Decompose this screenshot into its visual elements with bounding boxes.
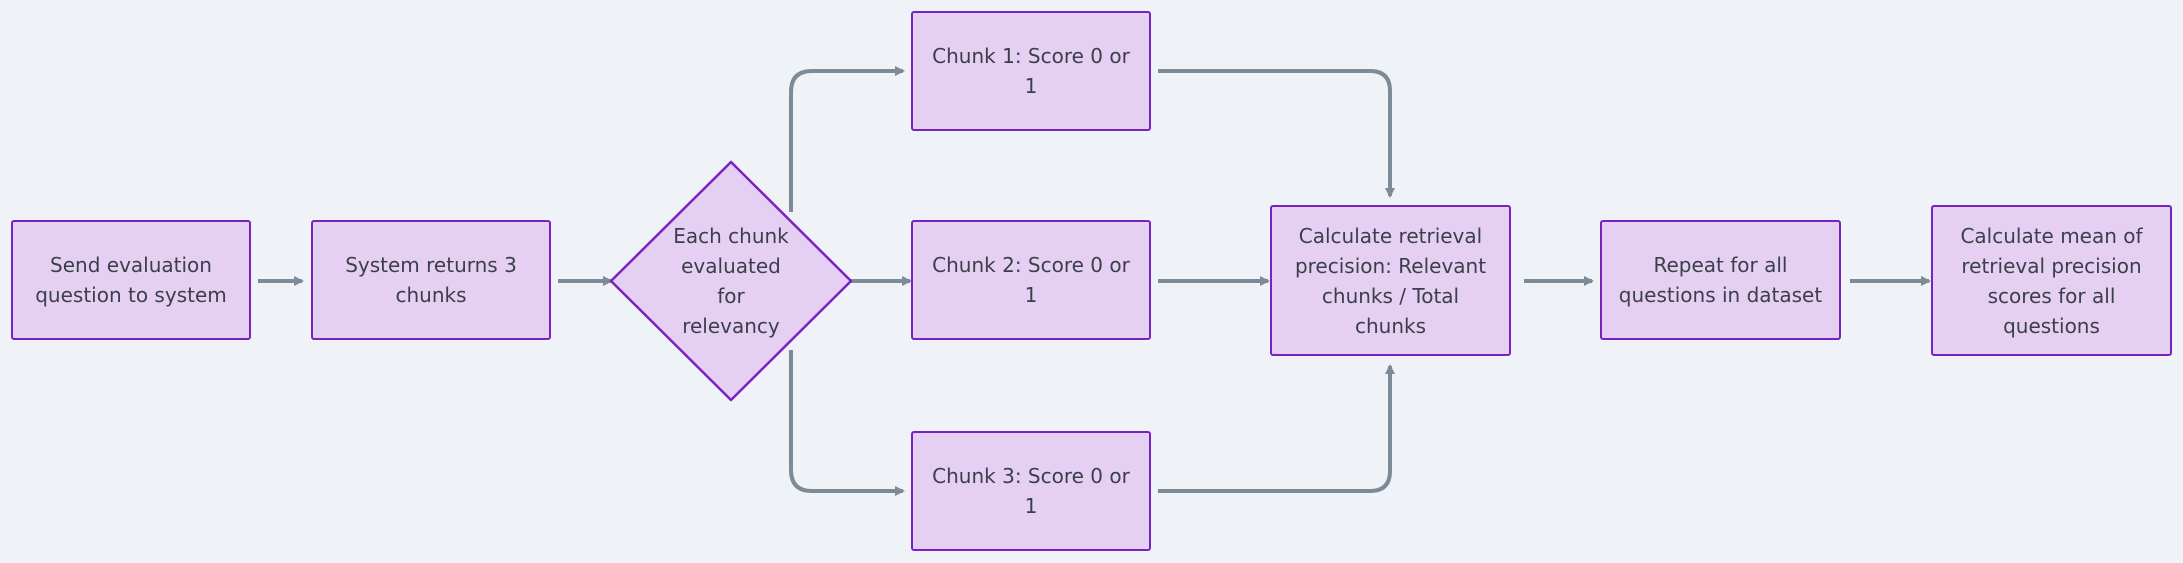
node-system-returns-chunks: System returns 3 chunks: [311, 220, 551, 340]
node-chunk1-label: Chunk 1: Score 0 or 1: [932, 44, 1130, 98]
node-chunk2-label: Chunk 2: Score 0 or 1: [932, 253, 1130, 307]
node-chunk-1-score: Chunk 1: Score 0 or 1: [911, 11, 1151, 131]
node-chunk3-label: Chunk 3: Score 0 or 1: [932, 464, 1130, 518]
edge-evaluate-to-chunk3: [789, 350, 905, 496]
node-calculate-retrieval-precision: Calculate retrieval precision: Relevant …: [1270, 205, 1511, 356]
node-precision-label: Calculate retrieval precision: Relevant …: [1294, 223, 1487, 338]
edge-evaluate-to-chunk1: [789, 66, 905, 212]
node-chunk-2-score: Chunk 2: Score 0 or 1: [911, 220, 1151, 340]
node-send-evaluation-question: Send evaluation question to system: [11, 220, 251, 340]
node-evaluate-label: Each chunk evaluated for relevancy: [673, 224, 789, 338]
node-returns-label: System returns 3 chunks: [345, 253, 517, 307]
node-chunk-3-score: Chunk 3: Score 0 or 1: [911, 431, 1151, 551]
node-calculate-mean: Calculate mean of retrieval precision sc…: [1931, 205, 2172, 356]
decision-diamond: [609, 160, 853, 402]
edge-chunk3-to-precision: [1158, 364, 1395, 493]
node-mean-label: Calculate mean of retrieval precision sc…: [1960, 223, 2143, 338]
node-send-label: Send evaluation question to system: [35, 253, 227, 307]
node-repeat-label: Repeat for all questions in dataset: [1618, 253, 1823, 307]
edge-chunk1-to-precision: [1158, 69, 1395, 198]
node-repeat-for-all-questions: Repeat for all questions in dataset: [1600, 220, 1841, 340]
node-each-chunk-evaluated: Each chunk evaluated for relevancy: [611, 162, 851, 400]
